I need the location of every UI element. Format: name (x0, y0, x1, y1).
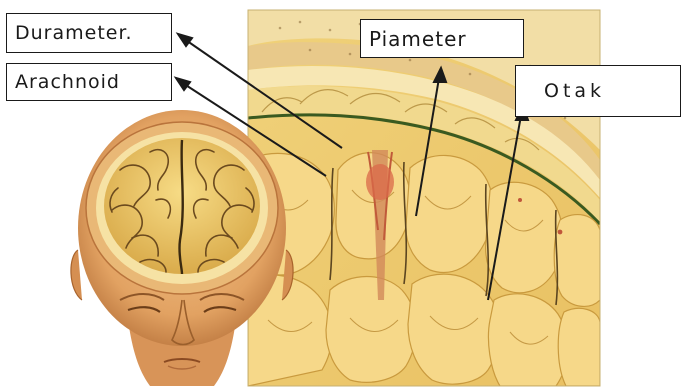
durameter-label-text: Durameter. (15, 22, 133, 44)
durameter-label: Durameter. (6, 13, 172, 53)
piameter-label: Piameter (360, 19, 524, 58)
arachnoid-label-text: Arachnoid (15, 71, 120, 93)
otak-label-text: Otak (544, 80, 605, 102)
piameter-label-text: Piameter (369, 27, 467, 51)
arachnoid-label: Arachnoid (6, 63, 172, 101)
arachnoid-arrowhead (176, 78, 190, 90)
otak-label: Otak (515, 65, 681, 117)
durameter-arrowhead (178, 34, 192, 46)
